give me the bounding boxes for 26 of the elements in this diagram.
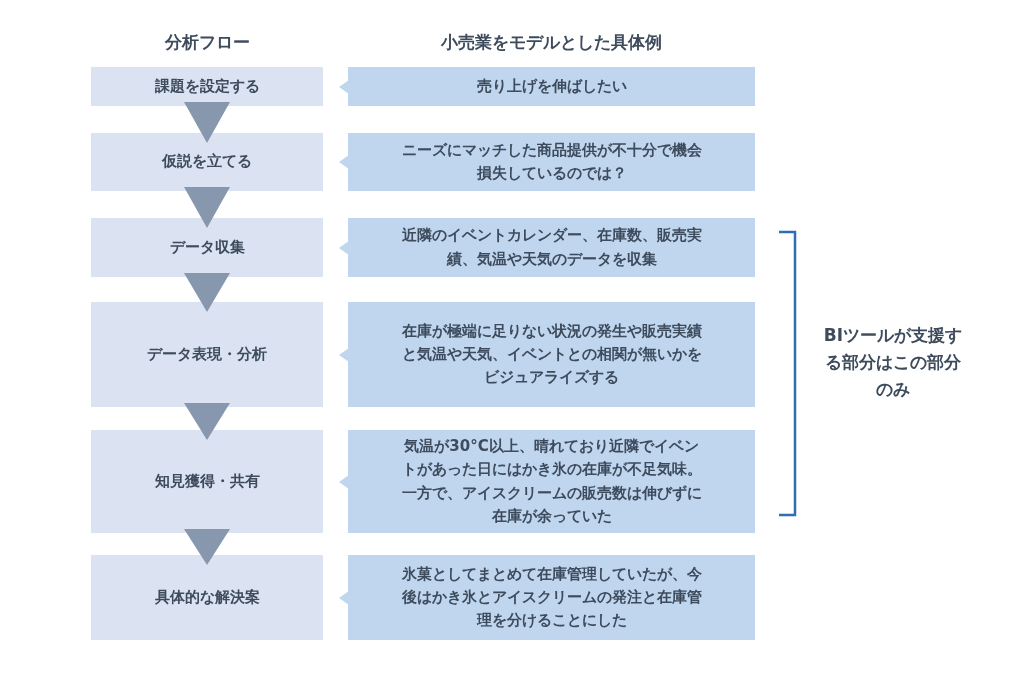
- step-box: [91, 133, 323, 191]
- step-box: [91, 67, 323, 106]
- step-box: [91, 218, 323, 277]
- column-heading: 小売業をモデルとした具体例: [440, 31, 663, 54]
- down-arrow: [184, 102, 230, 143]
- step-label: 具体的な解決案: [154, 586, 260, 608]
- down-arrow: [184, 187, 230, 228]
- example-text: 氷菓としてまとめて在庫管理していたが、今後はかき氷とアイスクリームの発注と在庫管理を分けることにした: [401, 563, 702, 632]
- step-label: 課題を設定する: [154, 75, 260, 97]
- step-label: データ表現・分析: [147, 343, 267, 365]
- note-text: BIツールが支援する部分はこの部分のみ: [822, 324, 964, 402]
- step-label: データ収集: [169, 236, 245, 258]
- example-text: ニーズにマッチした商品提供が不十分で機会損失しているのでは？: [401, 139, 702, 184]
- example-text: 気温が30°C以上、晴れており近隣でイベントがあった日にはかき氷の在庫が不足気味。一方で、アイスクリームの販売数は伸びずに在庫が余っていた: [401, 436, 702, 527]
- column-heading: 分析フロー: [163, 31, 251, 54]
- example-text: 売り上げを伸ばしたい: [476, 75, 627, 97]
- example-text: 近隣のイベントカレンダー、在庫数、販売実績、気温や天気のデータを収集: [401, 225, 702, 270]
- step-label: 仮説を立てる: [162, 151, 252, 173]
- down-arrow: [184, 529, 230, 565]
- down-arrow: [184, 403, 230, 440]
- step-box: [91, 555, 323, 640]
- step-label: 知見獲得・共有: [154, 470, 260, 492]
- step-box: [91, 430, 323, 533]
- down-arrow: [184, 273, 230, 312]
- step-box: [91, 302, 323, 407]
- example-text: 在庫が極端に足りない状況の発生や販売実績と気温や天気、イベントとの相関が無いかをビジュアライズする: [401, 320, 702, 389]
